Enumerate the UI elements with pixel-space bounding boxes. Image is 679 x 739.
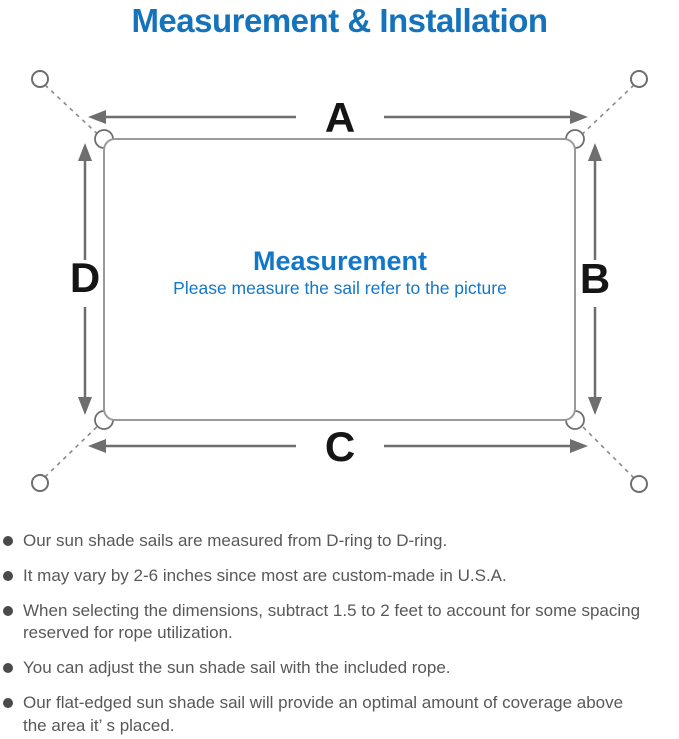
anchor-icon-top-left [31,70,49,88]
anchor-icon-bottom-left [31,474,49,492]
notes-list: Our sun shade sails are measured from D-… [0,522,679,737]
bullet-icon [3,536,13,546]
anchor-icon-top-right [630,70,648,88]
arrow-c-left-icon [88,439,106,453]
diagram-center-title: Measurement [253,246,427,276]
rope-top-left [44,84,105,141]
page-title: Measurement & Installation [131,2,548,39]
arrow-a-left-icon [88,110,106,124]
bullet-icon [3,571,13,582]
list-item: Our flat-edged sun shade sail will provi… [3,692,673,736]
dim-label-d: D [70,254,100,301]
list-item: You can adjust the sun shade sail with t… [3,657,673,679]
arrow-d-down-icon [78,397,92,415]
bullet-icon [3,698,13,709]
note-text: Our sun shade sails are measured from D-… [23,531,448,550]
rope-bottom-left [44,419,105,478]
anchor-rope-lines [44,84,635,479]
arrow-a-right-icon [570,110,588,124]
rope-top-right [575,84,635,141]
arrow-d-up-icon [78,143,92,161]
list-item: Our sun shade sails are measured from D-… [3,530,673,552]
anchor-point-icons [31,70,648,493]
dim-label-a: A [325,94,355,141]
dimension-arrowheads [78,110,602,453]
dim-label-b: B [580,255,610,302]
dimension-lines [83,115,597,448]
rope-bottom-right [575,419,635,479]
arrow-c-right-icon [570,439,588,453]
measurement-diagram: Measurement Please measure the sail refe… [31,70,648,493]
bullet-icon [3,606,13,617]
note-text: It may vary by 2-6 inches since most are… [23,566,507,586]
note-text: You can adjust the sun shade sail with t… [23,658,451,678]
sail-rectangle [103,138,576,421]
dim-label-c: C [325,423,355,470]
note-text: Our flat-edged sun shade sail will provi… [23,693,624,735]
diagram-center-subtitle: Please measure the sail refer to the pic… [173,278,507,298]
arrow-b-up-icon [588,143,602,161]
note-text: When selecting the dimensions, subtract … [23,601,641,643]
bullet-icon [3,663,13,674]
arrow-b-down-icon [588,397,602,415]
list-item: It may vary by 2-6 inches since most are… [3,565,673,587]
list-item: When selecting the dimensions, subtract … [3,600,673,644]
anchor-icon-bottom-right [630,475,648,493]
